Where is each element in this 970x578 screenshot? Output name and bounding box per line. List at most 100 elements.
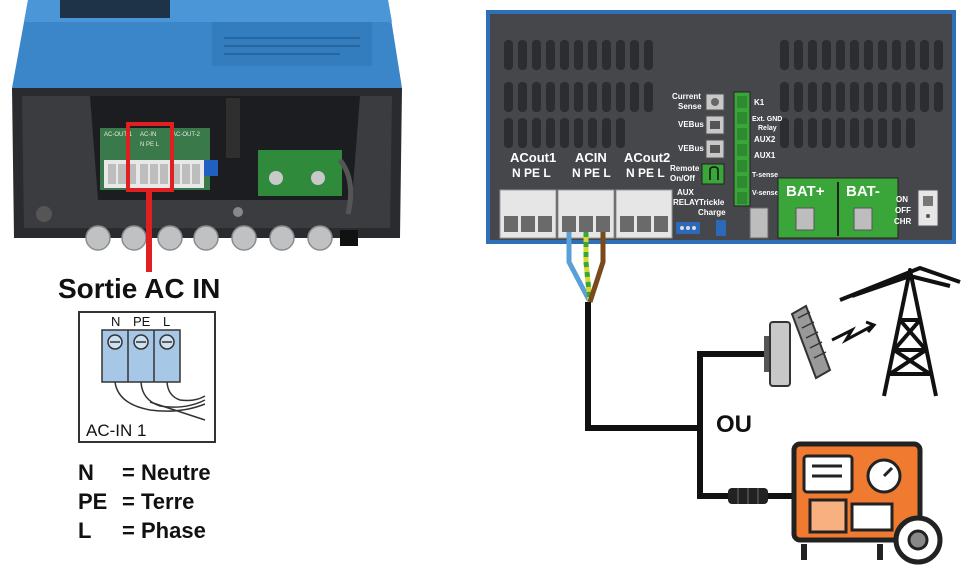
label-bat-plus: BAT+ xyxy=(786,183,825,200)
ou-label: OU xyxy=(716,411,752,438)
vent-slot xyxy=(630,40,639,70)
vent-slot xyxy=(878,82,887,112)
vent-slot xyxy=(560,118,569,148)
legend-sep-l: = xyxy=(122,518,135,543)
vent-slot xyxy=(850,82,859,112)
label-v-sense: V-sense xyxy=(752,190,779,197)
vent-slot xyxy=(574,82,583,112)
ac-input-wiring xyxy=(566,232,792,504)
photo-label-acout1: AC-OUT-1 xyxy=(104,132,133,138)
vent-slot xyxy=(616,82,625,112)
label-acin: ACIN xyxy=(575,150,607,165)
vent-slot xyxy=(616,40,625,70)
vent-slot xyxy=(864,40,873,70)
vent-slot xyxy=(602,82,611,112)
vent-slot xyxy=(850,118,859,148)
vent-slot xyxy=(892,82,901,112)
vent-slot xyxy=(504,40,513,70)
photo-label-acout2: AC-OUT-2 xyxy=(172,132,201,138)
vent-slot xyxy=(504,82,513,112)
inset-pin-pe: PE xyxy=(133,314,151,329)
vent-slot xyxy=(546,40,555,70)
vent-slot xyxy=(808,40,817,70)
vent-slot xyxy=(808,118,817,148)
generator-icon xyxy=(791,441,943,565)
vent-slot xyxy=(878,118,887,148)
inset-pin-l: L xyxy=(163,314,170,329)
vent-slot xyxy=(780,118,789,148)
label-acout1: ACout1 xyxy=(510,150,556,165)
ac-in-terminal-inset: N PE L AC-IN 1 xyxy=(78,311,216,443)
legend-text-l: Phase xyxy=(140,518,206,543)
legend-key-n: N xyxy=(78,460,94,485)
vent-slot xyxy=(644,40,653,70)
legend-sep-pe: = xyxy=(122,489,135,514)
vent-slot xyxy=(532,40,541,70)
legend-key-pe: PE xyxy=(78,489,108,514)
vent-slot xyxy=(794,40,803,70)
vent-slot xyxy=(836,40,845,70)
vent-slot xyxy=(822,118,831,148)
vent-slot xyxy=(836,118,845,148)
photo-label-acin: AC-IN xyxy=(140,132,156,138)
label-aux1: AUX1 xyxy=(754,151,776,160)
power-pylon-icon xyxy=(839,266,961,397)
legend-key-l: L xyxy=(78,518,92,543)
vent-slot xyxy=(644,82,653,112)
vent-slot xyxy=(560,40,569,70)
vent-slot xyxy=(836,82,845,112)
vent-slot xyxy=(808,82,817,112)
vent-slot xyxy=(906,40,915,70)
inset-label: AC-IN 1 xyxy=(86,421,146,440)
vent-slot xyxy=(822,40,831,70)
vent-slot xyxy=(780,82,789,112)
vent-slot xyxy=(630,82,639,112)
legend-row-n: N= Neutre xyxy=(78,460,211,486)
vent-slot xyxy=(822,82,831,112)
vent-slot xyxy=(588,118,597,148)
label-t-sense: T-sense xyxy=(752,172,778,179)
vent-slot xyxy=(864,118,873,148)
connection-panel: ACout1 N PE L ACIN N PE L ACout2 N PE L … xyxy=(486,10,956,244)
vent-slot xyxy=(546,118,555,148)
section-title: Sortie AC IN xyxy=(58,273,220,304)
vent-slot xyxy=(518,118,527,148)
legend-row-l: L = Phase xyxy=(78,518,206,544)
vent-slot xyxy=(504,118,513,148)
label-acout2: ACout2 xyxy=(624,150,670,165)
vent-slot xyxy=(518,40,527,70)
vent-slot xyxy=(906,118,915,148)
label-vebus-2: VEBus xyxy=(678,144,704,153)
lightning-icon xyxy=(831,320,877,344)
vent-slot xyxy=(934,40,943,70)
legend-text-n: Neutre xyxy=(140,460,211,485)
label-switch-off: OFF xyxy=(895,206,911,215)
vent-slot xyxy=(532,118,541,148)
label-vebus-1: VEBus xyxy=(678,120,704,129)
label-bat-minus: BAT- xyxy=(846,183,880,200)
pins-acout2: N PE L xyxy=(626,166,665,180)
vent-slot xyxy=(780,40,789,70)
vent-slot xyxy=(532,82,541,112)
vent-slot xyxy=(920,40,929,70)
label-aux2: AUX2 xyxy=(754,135,776,144)
vent-slot xyxy=(794,82,803,112)
legend-text-pe: Terre xyxy=(140,489,195,514)
label-switch-on: ON xyxy=(896,195,908,204)
pins-acin: N PE L xyxy=(572,166,611,180)
photo-label-pins: N PE L xyxy=(140,142,160,148)
vent-slot xyxy=(794,118,803,148)
vent-slot xyxy=(864,82,873,112)
ac-in-highlight xyxy=(126,122,174,272)
vent-slot xyxy=(934,82,943,112)
vent-slot xyxy=(518,82,527,112)
vent-slot xyxy=(920,82,929,112)
vent-slot xyxy=(574,118,583,148)
legend-row-pe: PE = Terre xyxy=(78,489,194,515)
